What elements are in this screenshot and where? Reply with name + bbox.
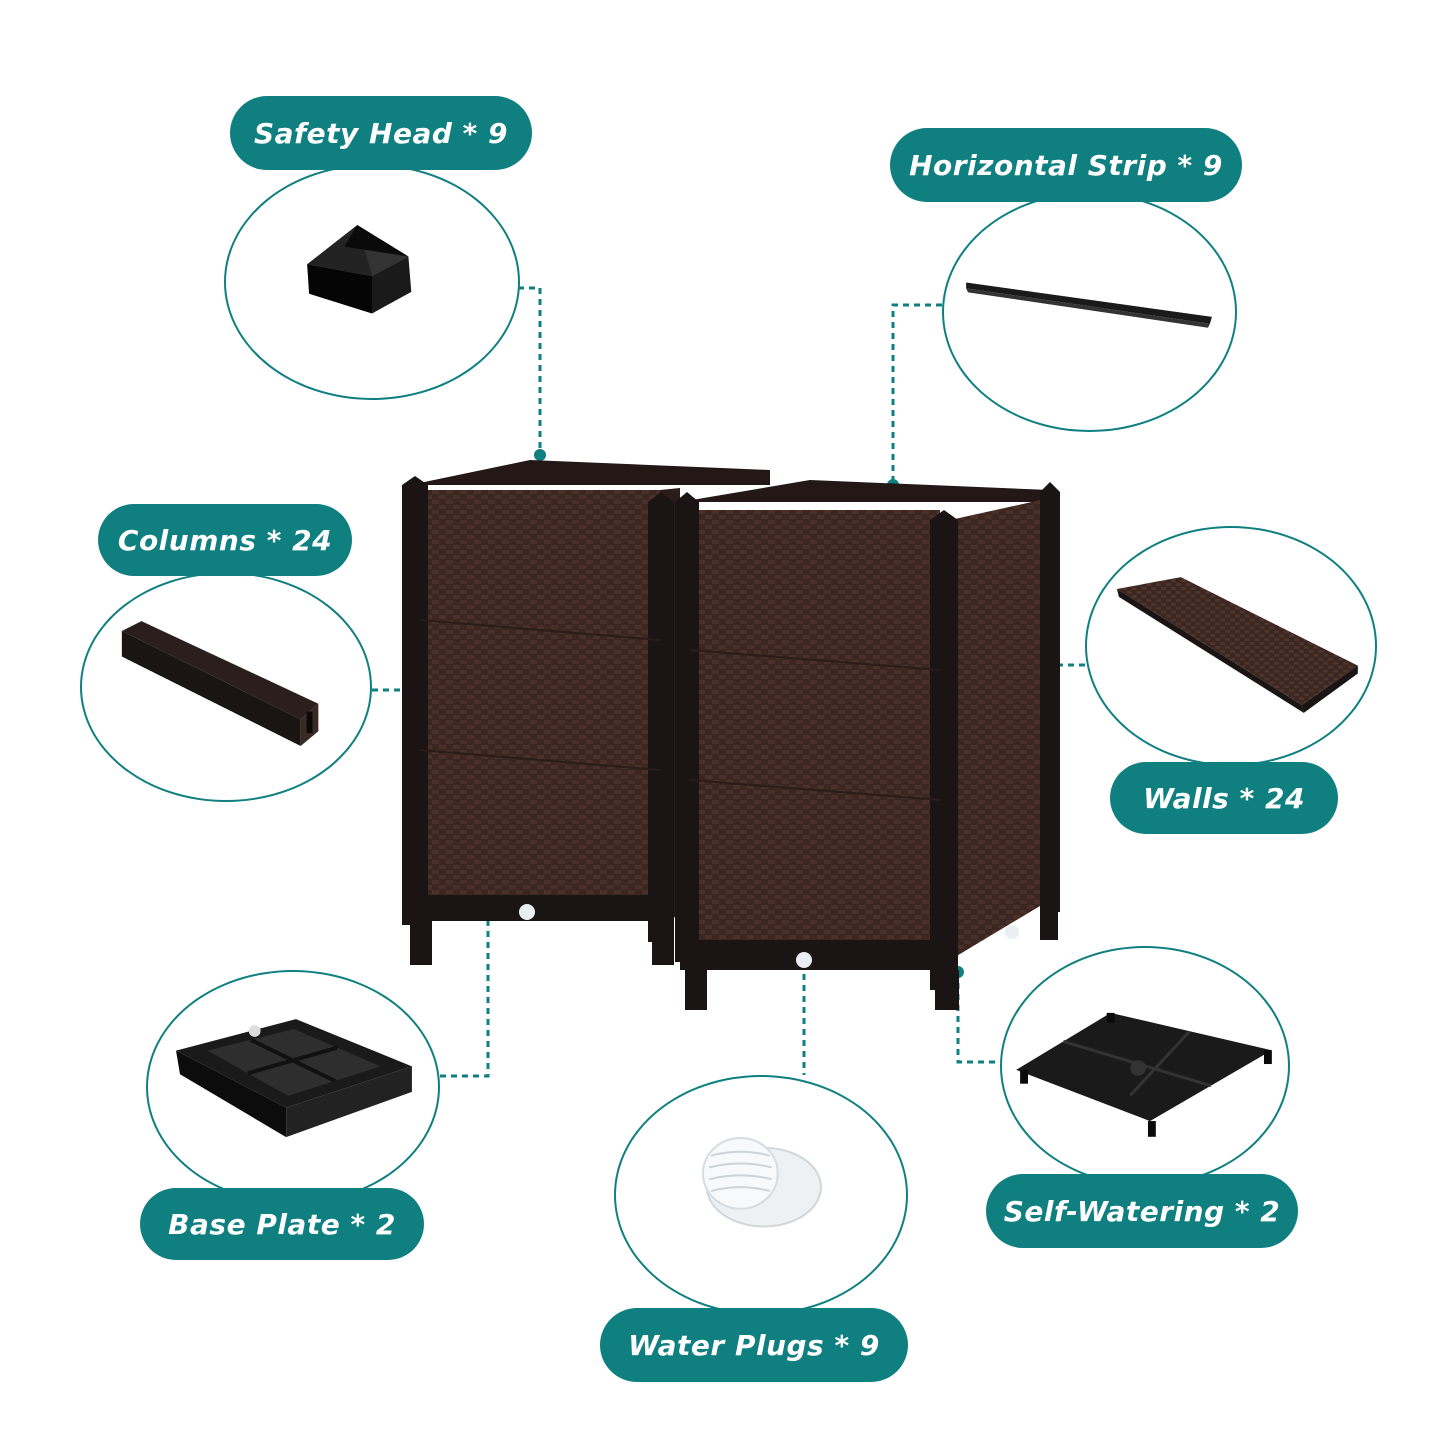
base-plate-ring — [146, 970, 440, 1204]
water-plugs-ring — [614, 1075, 908, 1315]
strip-icon — [966, 282, 1212, 328]
planter-boxes-image — [402, 460, 1060, 1010]
safety-head-label: Safety Head * 9 — [230, 96, 532, 170]
walls-label: Walls * 24 — [1110, 762, 1338, 834]
self-watering-ring — [1000, 946, 1290, 1186]
wall-panel-icon — [1116, 577, 1358, 713]
safety-head-ring — [224, 164, 520, 400]
horizontal-strip-label: Horizontal Strip * 9 — [890, 128, 1242, 202]
walls-ring — [1085, 526, 1377, 766]
self-watering-tray-icon — [1016, 1012, 1272, 1137]
column-icon — [121, 621, 319, 746]
columns-label: Columns * 24 — [98, 504, 352, 576]
horizontal-strip-ring — [942, 192, 1237, 432]
pyramid-cap-icon — [307, 224, 412, 314]
water-plug-icon — [702, 1136, 822, 1228]
columns-ring — [80, 572, 372, 802]
base-plate-label: Base Plate * 2 — [140, 1188, 424, 1260]
self-watering-label: Self-Watering * 2 — [986, 1174, 1298, 1248]
base-plate-icon — [176, 1019, 412, 1138]
water-plugs-label: Water Plugs * 9 — [600, 1308, 908, 1382]
